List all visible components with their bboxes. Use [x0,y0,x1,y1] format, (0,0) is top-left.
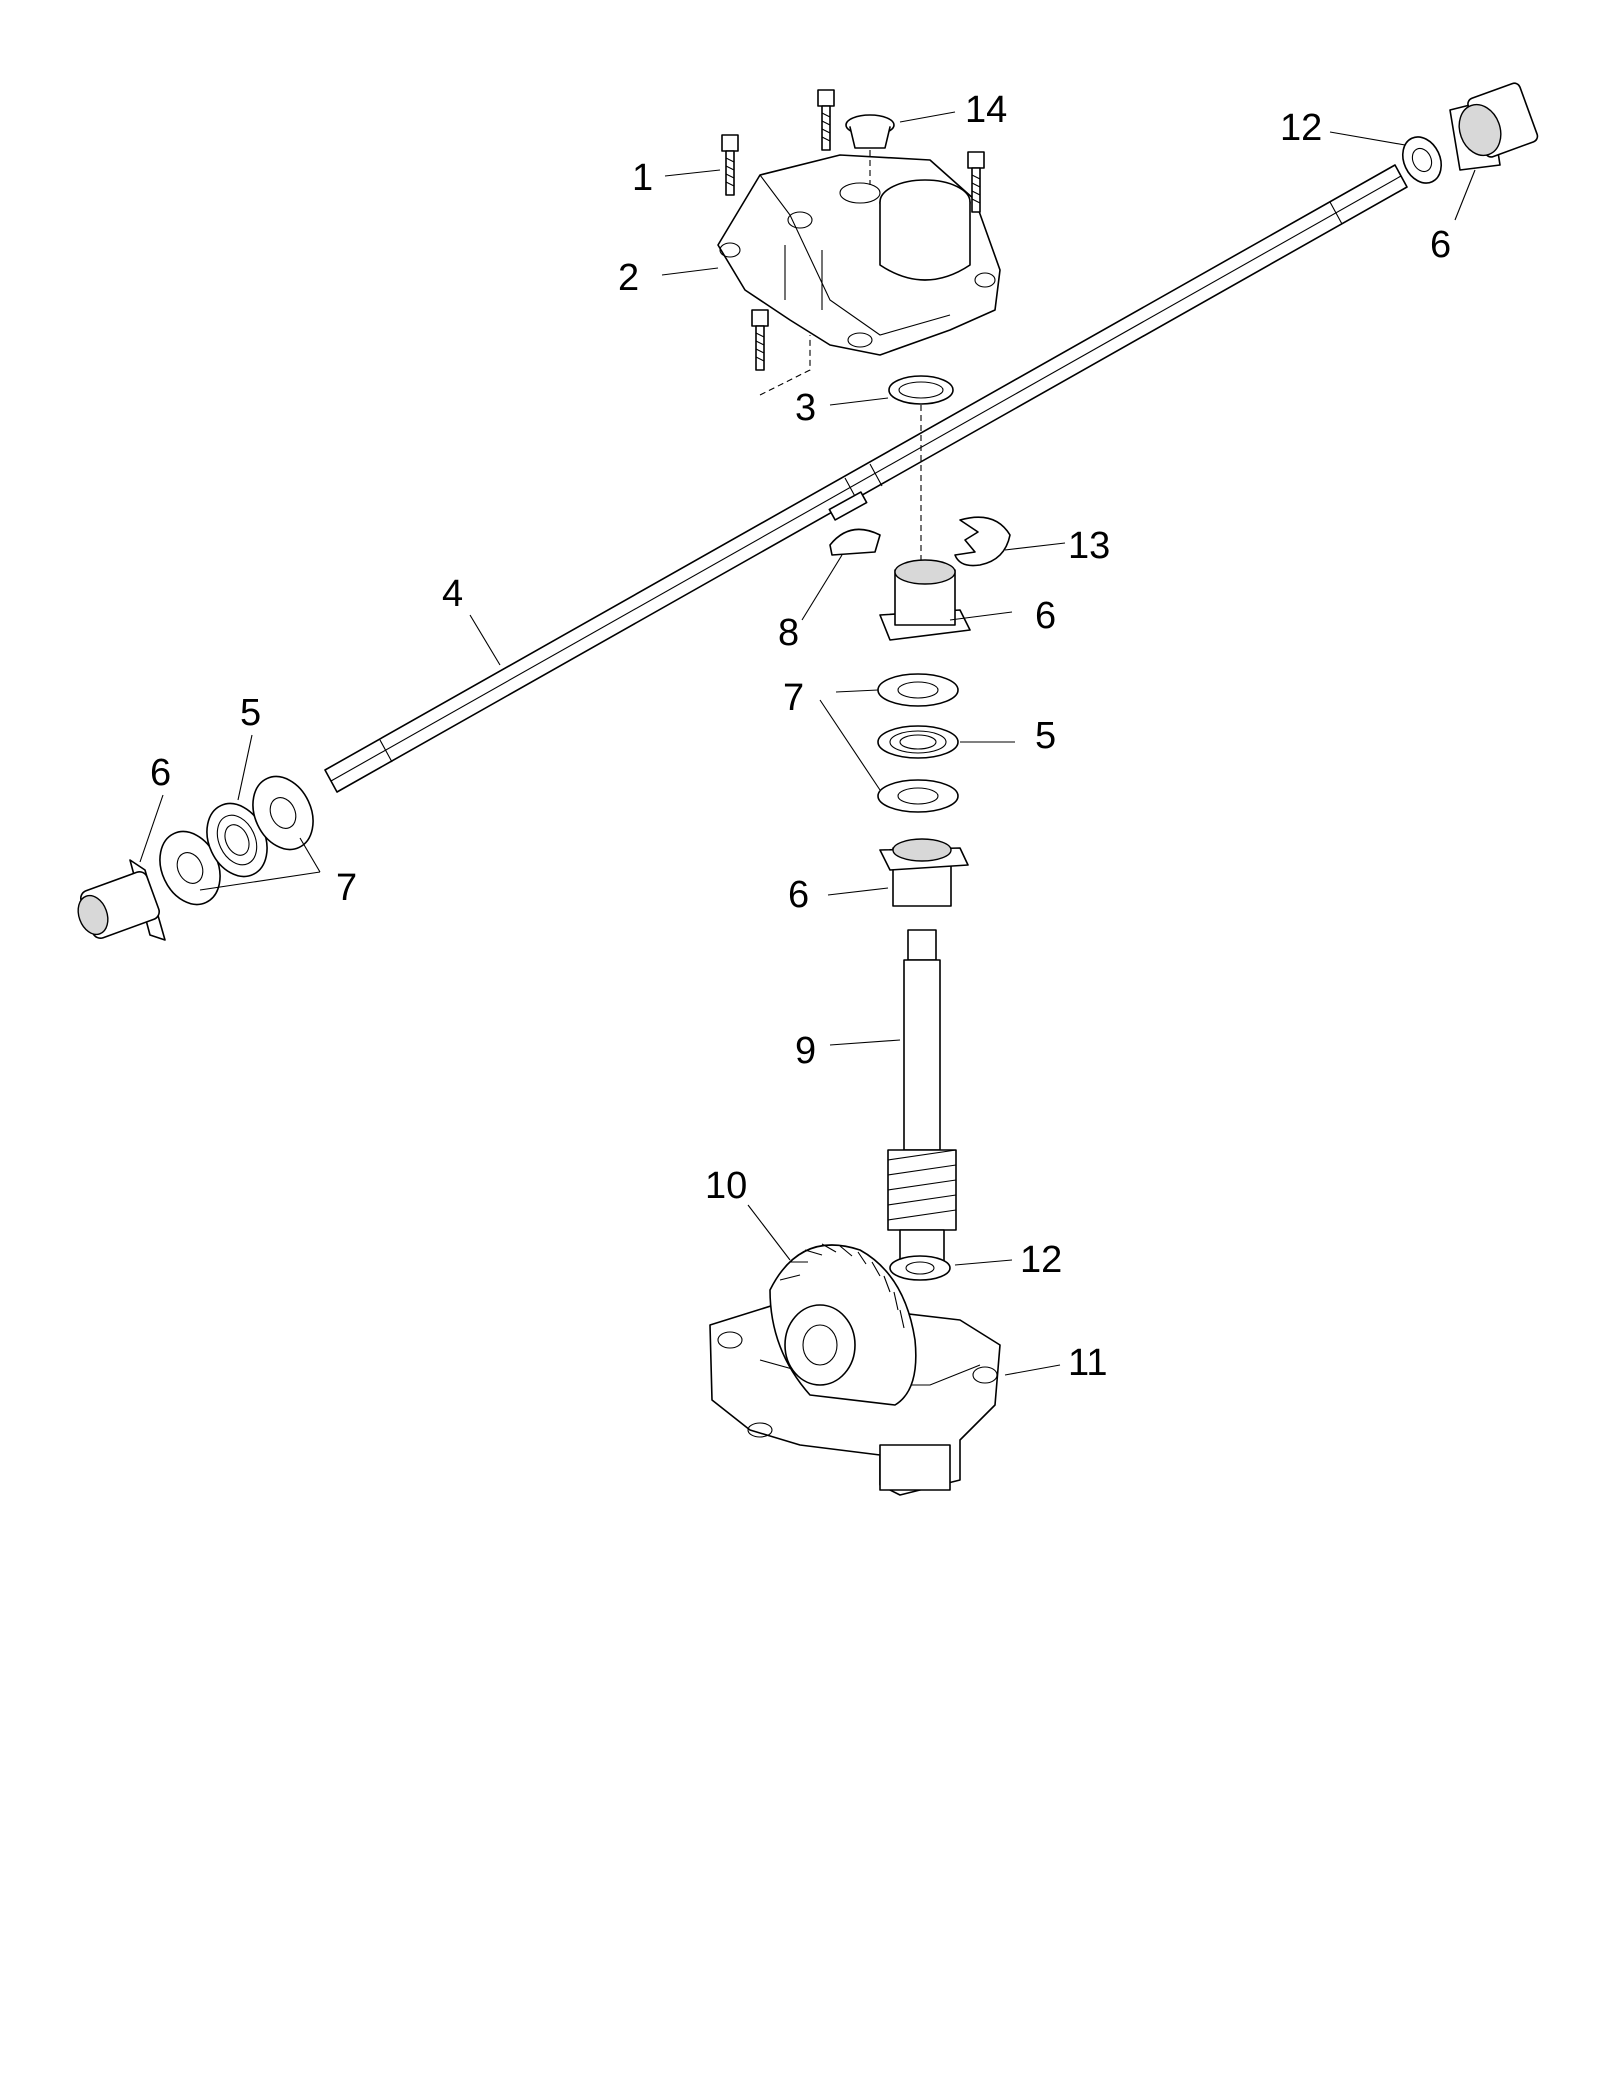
bolt [751,309,769,371]
flanged-bushing [879,838,969,907]
callout-6-lower-bushing: 6 [788,874,809,916]
callout-5-left: 5 [240,692,261,734]
retaining-clip [954,516,1011,567]
bolt [817,89,835,151]
callout-9: 9 [795,1030,816,1072]
callout-4: 4 [442,573,463,615]
callout-12-lower: 12 [1020,1239,1062,1281]
callout-7-left: 7 [336,867,357,909]
bolt [721,134,739,196]
plug [845,114,895,149]
bolt [967,151,985,213]
flanged-bushing [879,559,971,641]
callout-12-upper: 12 [1280,107,1322,149]
worm-gear [769,1243,917,1406]
callout-1: 1 [632,157,653,199]
callout-8: 8 [778,612,799,654]
bolt-guide-line [759,335,811,396]
oil-seal [888,375,954,405]
leader-lines [139,111,1476,1376]
callout-6-left: 6 [150,752,171,794]
callout-7-center: 7 [783,677,804,719]
callout-11: 11 [1068,1342,1107,1384]
callout-14: 14 [965,89,1007,131]
thrust-washer [252,775,314,851]
callout-6-upper-right: 6 [1430,224,1451,266]
worm-shaft [887,929,957,1271]
callout-6-upper-bushing: 6 [1035,595,1056,637]
axle-shaft [324,164,1408,793]
callout-3: 3 [795,387,816,429]
thrust-washer [877,779,959,813]
flanged-bushing [77,859,166,941]
housing-cover [717,154,1001,356]
washer [889,1255,951,1281]
washer [1401,136,1443,184]
woodruff-key [829,528,881,556]
callout-13: 13 [1068,525,1110,567]
callout-2: 2 [618,257,639,299]
flanged-bushing [1449,82,1539,171]
callout-10: 10 [705,1165,747,1207]
thrust-washer [877,673,959,707]
thrust-bearing [877,725,959,759]
callout-5-right: 5 [1035,715,1056,757]
callout-labels: 1 2 3 4 5 5 6 6 6 6 7 7 8 9 10 11 12 12 … [150,89,1451,1384]
